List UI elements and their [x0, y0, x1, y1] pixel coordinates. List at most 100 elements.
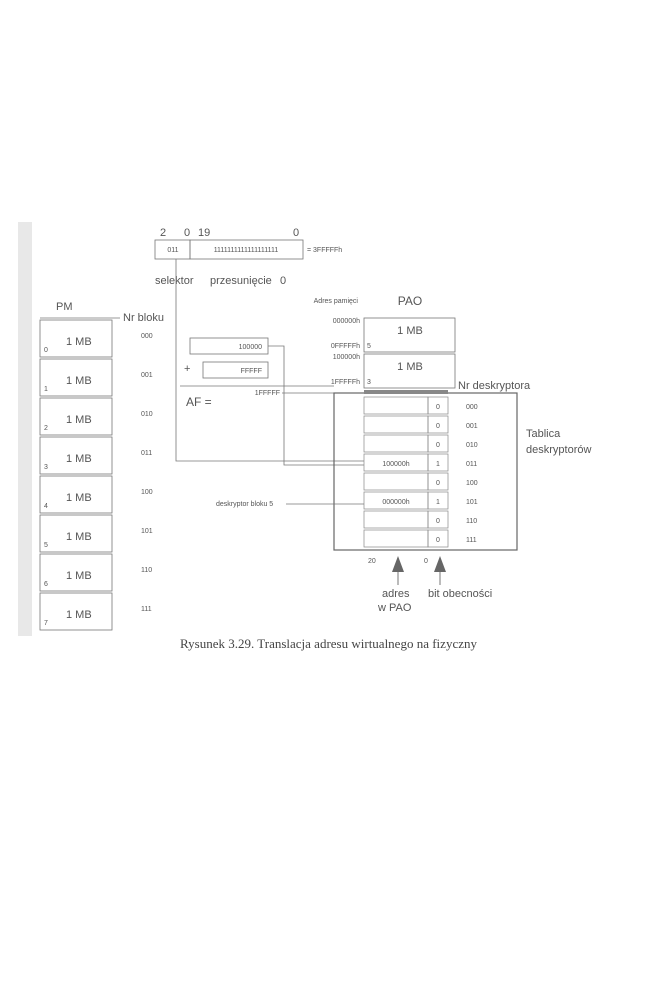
- pm-block-size: 1 MB: [66, 336, 92, 348]
- pm-block-index: 1: [44, 386, 48, 393]
- pm-block-size: 1 MB: [66, 570, 92, 582]
- pao-block-index: 5: [367, 343, 371, 350]
- pao-block-start-address: 100000h: [333, 354, 360, 361]
- descriptor-address-cell: [363, 434, 429, 453]
- offset-field: [189, 239, 304, 260]
- adder-a-value: 100000: [239, 344, 262, 351]
- pm-block: [39, 436, 113, 475]
- descriptor-address-cell: [363, 396, 429, 415]
- descriptor-number: 101: [466, 499, 478, 506]
- pm-block-code: 000: [141, 333, 153, 340]
- presence-arrow-head: [434, 556, 446, 572]
- pm-block-index: 4: [44, 503, 48, 510]
- descriptor-presence-cell: [427, 472, 449, 491]
- pao-block-end-address: 1FFFFFh: [331, 379, 360, 386]
- descriptor-presence-bit: 1: [436, 499, 440, 506]
- pm-block-index: 0: [44, 347, 48, 354]
- descriptor-presence-cell: [427, 453, 449, 472]
- pm-block: [39, 475, 113, 514]
- descriptor-presence-cell: [427, 396, 449, 415]
- pao-block-start-address: 000000h: [333, 318, 360, 325]
- pm-block-code: 101: [141, 528, 153, 535]
- address-in-pao-label-line2: w PAO: [377, 602, 412, 614]
- descriptor-address-cell: [363, 472, 429, 491]
- pm-block-size: 1 MB: [66, 453, 92, 465]
- descriptor-presence-bit: 0: [436, 423, 440, 430]
- pm-block-code: 001: [141, 372, 153, 379]
- pm-block-size: 1 MB: [66, 609, 92, 621]
- memory-address-label: Adres pamięci: [314, 298, 359, 305]
- offset-label: przesunięcie: [210, 275, 272, 287]
- descriptor-number: 010: [466, 442, 478, 449]
- pm-block-index: 2: [44, 425, 48, 432]
- pao-block-end-address: 0FFFFFh: [331, 343, 360, 350]
- descriptor-presence-bit: 0: [436, 404, 440, 411]
- descriptor-address-cell: [363, 529, 429, 548]
- pm-block: [39, 397, 113, 436]
- descriptor-presence-cell: [427, 510, 449, 529]
- pm-block: [39, 553, 113, 592]
- address-in-pao-label-line1: adres: [382, 588, 410, 600]
- descriptor-presence-bit: 0: [436, 518, 440, 525]
- pm-block: [39, 592, 113, 631]
- pm-block-size: 1 MB: [66, 492, 92, 504]
- descriptor-table-label-line1: Tablica: [526, 428, 561, 440]
- scan-shadow: [18, 222, 32, 636]
- pm-block-code: 010: [141, 411, 153, 418]
- pm-block-size: 1 MB: [66, 414, 92, 426]
- bit-0-label: 0: [424, 558, 428, 565]
- descriptor-number: 100: [466, 480, 478, 487]
- descriptor-presence-bit: 0: [436, 480, 440, 487]
- pao-block: [363, 317, 456, 353]
- base-address-link-line: [268, 345, 364, 466]
- pm-block-code: 111: [141, 606, 152, 613]
- descriptor-number-label: Nr deskryptora: [458, 380, 531, 392]
- block-number-label: Nr bloku: [123, 312, 164, 324]
- figure-caption: Rysunek 3.29. Translacja adresu wirtualn…: [180, 636, 477, 651]
- pm-block-code: 110: [141, 567, 152, 574]
- adder-operator: +: [184, 363, 190, 375]
- descriptor-number: 110: [466, 518, 477, 525]
- descriptor-address: 000000h: [382, 499, 409, 506]
- pm-block-size: 1 MB: [66, 531, 92, 543]
- descriptor-number: 111: [466, 537, 477, 544]
- pm-block: [39, 319, 113, 358]
- descriptor-number: 011: [466, 461, 477, 468]
- descriptor-number: 000: [466, 404, 478, 411]
- bit-label-2: 2: [160, 227, 166, 239]
- descriptor-address: 100000h: [382, 461, 409, 468]
- address-arrow-head: [392, 556, 404, 572]
- pm-block-index: 3: [44, 464, 48, 471]
- pm-label: PM: [56, 301, 73, 313]
- descriptor-presence-cell: [427, 434, 449, 453]
- pao-block-index: 3: [367, 379, 371, 386]
- pao-label: PAO: [398, 294, 422, 308]
- selector-label: selektor: [155, 275, 194, 287]
- bit-label-offset-0: 0: [293, 227, 299, 239]
- pm-block: [39, 358, 113, 397]
- af-label: AF =: [186, 395, 212, 409]
- selector-value: 011: [167, 247, 178, 254]
- pm-block: [39, 514, 113, 553]
- af-value: 1FFFFF: [255, 390, 280, 397]
- descriptor-address-cell: [363, 415, 429, 434]
- descriptor-presence-cell: [427, 491, 449, 510]
- pm-block-index: 5: [44, 542, 48, 549]
- pm-block-index: 7: [44, 620, 48, 627]
- descriptor-table-label-line2: deskryptorów: [526, 444, 591, 456]
- descriptor-presence-bit: 0: [436, 537, 440, 544]
- bit-label-19: 19: [198, 227, 210, 239]
- descriptor-presence-bit: 0: [436, 442, 440, 449]
- descriptor-number: 001: [466, 423, 478, 430]
- pao-block: [363, 353, 456, 389]
- pm-block-code: 100: [141, 489, 153, 496]
- descriptor-table-frame: [333, 392, 518, 551]
- virtual-address-hex: = 3FFFFFh: [307, 247, 342, 254]
- descriptor-presence-bit: 1: [436, 461, 440, 468]
- adder-b-value: FFFFF: [241, 368, 262, 375]
- descriptor-5-label: deskryptor bloku 5: [216, 501, 273, 508]
